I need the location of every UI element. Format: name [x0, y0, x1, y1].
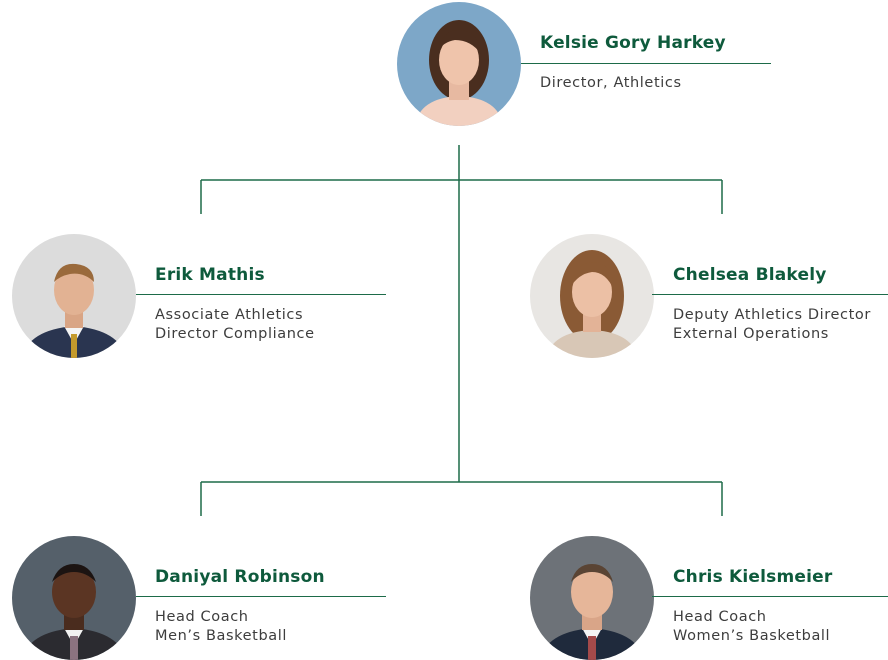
person-name: Kelsie Gory Harkey: [540, 33, 726, 53]
title-line: Head Coach: [673, 609, 767, 625]
name-underline: [136, 294, 386, 295]
female-portrait-icon: [397, 2, 521, 126]
person-title: Head Coach Women’s Basketball: [673, 608, 830, 646]
title-line: Head Coach: [155, 609, 249, 625]
avatar: [12, 536, 136, 660]
person-title: Head Coach Men’s Basketball: [155, 608, 287, 646]
avatar: [397, 2, 521, 126]
avatar: [12, 234, 136, 358]
person-name: Chris Kielsmeier: [673, 567, 833, 587]
title-line: External Operations: [673, 326, 829, 342]
title-line: Associate Athletics: [155, 307, 304, 323]
title-line: Men’s Basketball: [155, 628, 288, 644]
male-portrait-icon: [12, 234, 136, 358]
title-line: Director Compliance: [155, 326, 315, 342]
person-title: Associate Athletics Director Compliance: [155, 306, 315, 344]
person-title: Deputy Athletics Director External Opera…: [673, 306, 871, 344]
person-name: Erik Mathis: [155, 265, 265, 285]
title-line: Deputy Athletics Director: [673, 307, 871, 323]
male-portrait-icon: [12, 536, 136, 660]
avatar: [530, 536, 654, 660]
avatar: [530, 234, 654, 358]
female-portrait-icon: [530, 234, 654, 358]
person-title: Director, Athletics: [540, 74, 682, 93]
name-underline: [652, 294, 888, 295]
male-portrait-icon: [530, 536, 654, 660]
person-name: Chelsea Blakely: [673, 265, 827, 285]
title-line: Director, Athletics: [540, 75, 682, 91]
name-underline: [521, 63, 771, 64]
person-name: Daniyal Robinson: [155, 567, 325, 587]
name-underline: [136, 596, 386, 597]
title-line: Women’s Basketball: [673, 628, 831, 644]
name-underline: [652, 596, 888, 597]
